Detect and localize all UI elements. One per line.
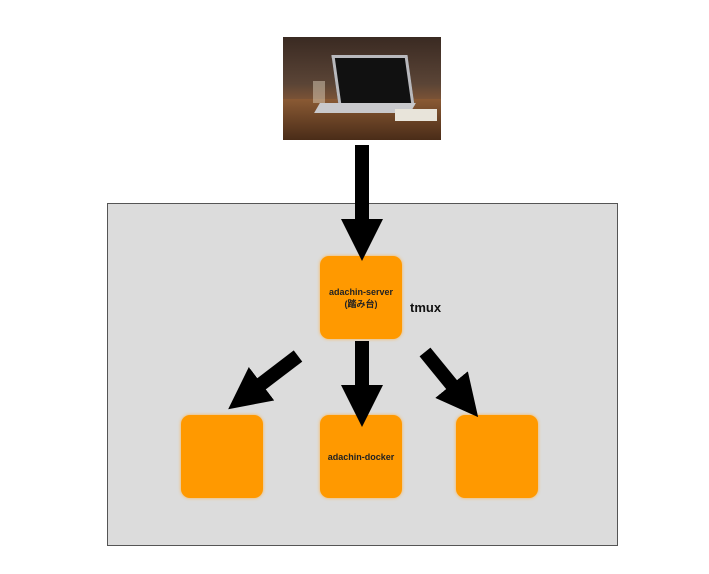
- tmux-label: tmux: [410, 300, 442, 315]
- arrow-server-to-left: [228, 350, 303, 410]
- laptop-photo: [283, 37, 441, 140]
- server-role: (踏み台): [344, 298, 378, 309]
- notebook: [395, 109, 437, 121]
- node-left: [181, 415, 263, 498]
- docker-name: adachin-docker: [327, 451, 395, 462]
- node-adachin-docker: adachin-docker: [320, 415, 402, 498]
- node-adachin-server: adachin-server(踏み台): [320, 256, 402, 339]
- glass: [313, 81, 325, 103]
- node-right: [456, 415, 538, 498]
- server-name: adachin-server: [328, 286, 394, 297]
- arrow-server-to-right: [419, 347, 479, 418]
